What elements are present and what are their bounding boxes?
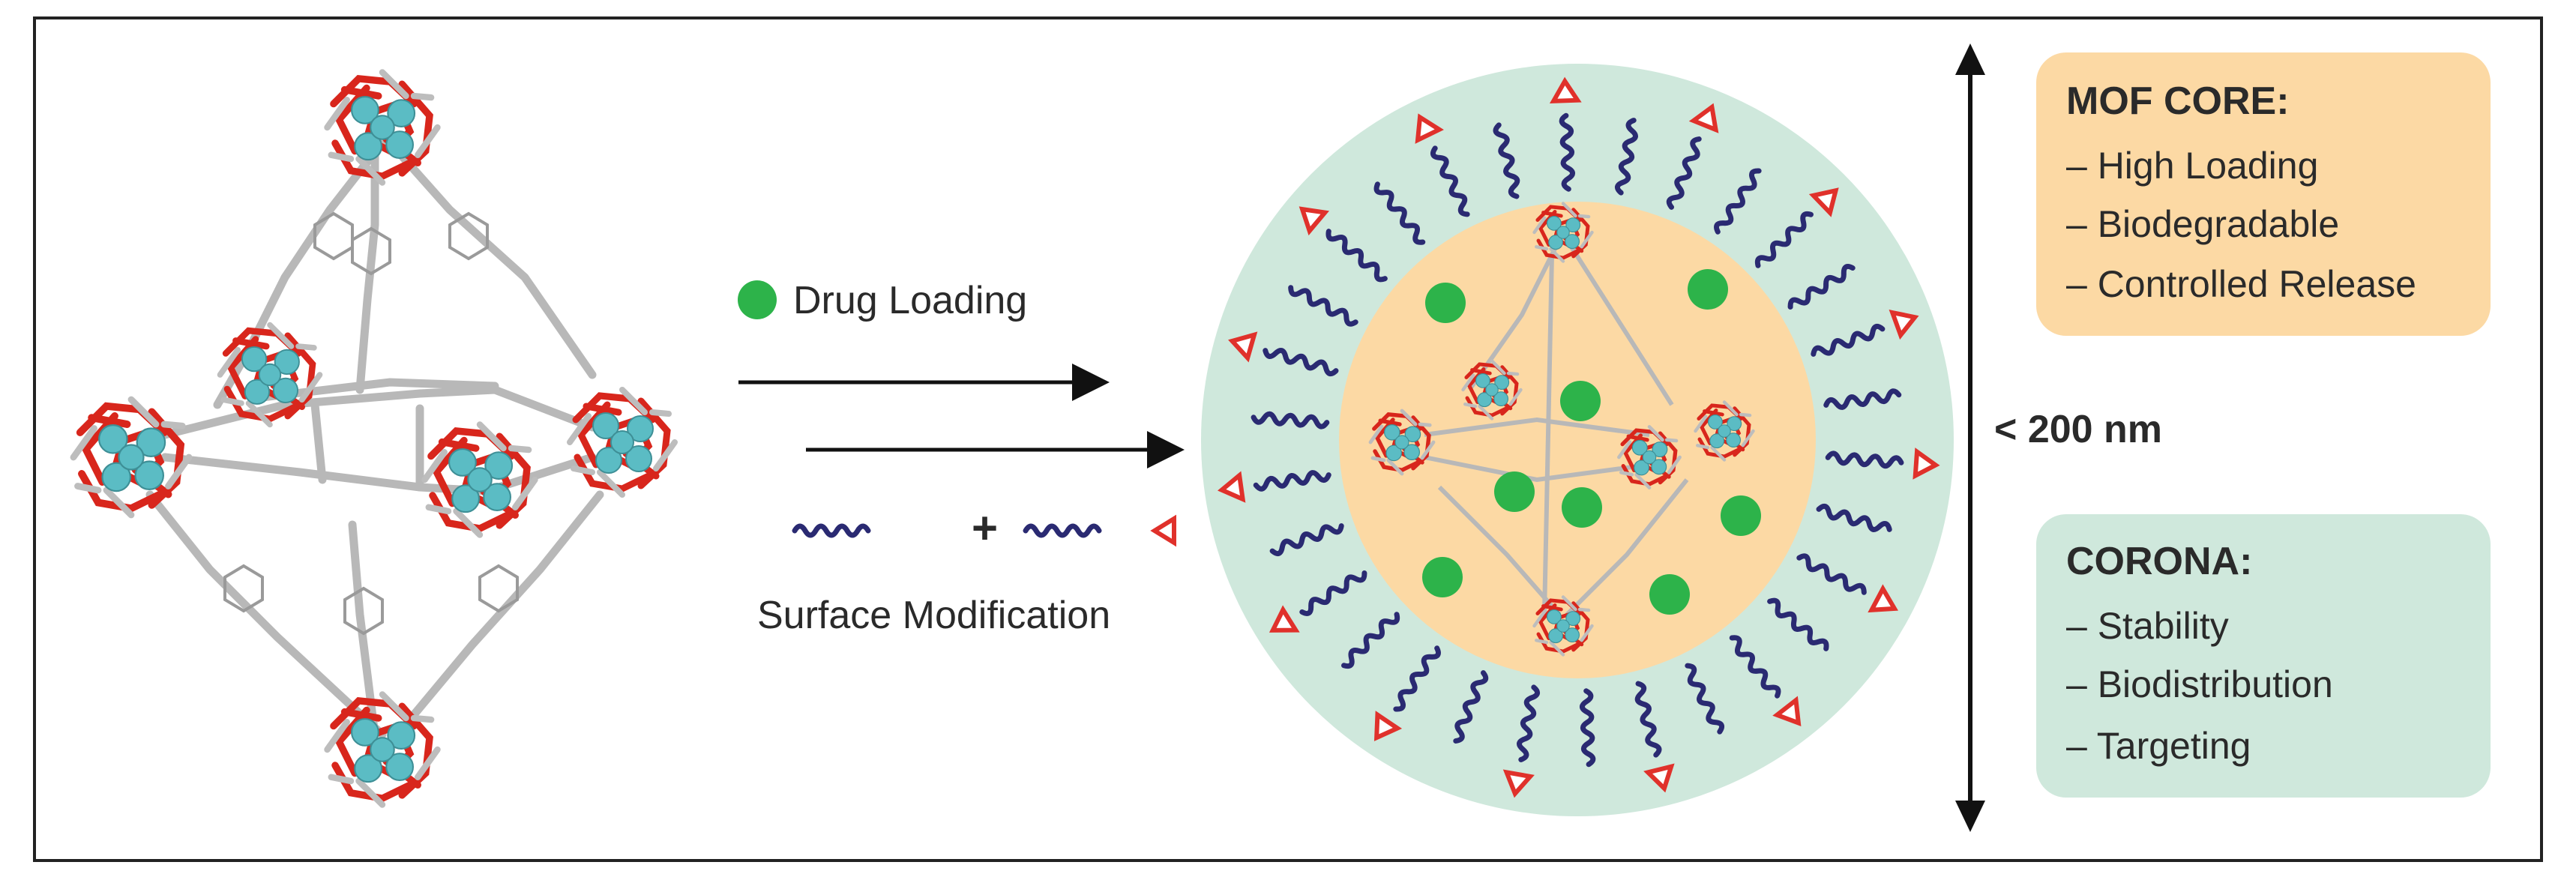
mof-framework-structure (73, 73, 675, 805)
mof-core (1339, 202, 1816, 678)
size-label: < 200 nm (1994, 408, 2162, 451)
corona-box-bg (2036, 514, 2491, 798)
size-indicator: < 200 nm (1955, 43, 2162, 832)
drug-molecule (1688, 269, 1728, 310)
corona-item: – Targeting (2066, 725, 2251, 767)
drug-icon (738, 280, 777, 319)
corona-box: CORONA: – Stability – Biodistribution – … (2036, 514, 2491, 798)
mof-core-box-bg (2036, 52, 2491, 336)
corona-item: – Stability (2066, 605, 2229, 647)
drug-loading-label: Drug Loading (793, 279, 1027, 322)
nanoparticle (1201, 64, 1954, 816)
drug-molecule (1560, 381, 1601, 421)
linker-rings (223, 211, 519, 636)
process-steps: Drug Loading + Surface Modification (738, 279, 1185, 637)
corona-item: – Biodistribution (2066, 663, 2333, 705)
drug-molecule (1721, 495, 1761, 536)
mof-core-title: MOF CORE: (2066, 79, 2290, 123)
mof-core-box: MOF CORE: – High Loading – Biodegradable… (2036, 52, 2491, 336)
surface-modification-label: Surface Modification (757, 594, 1110, 637)
drug-molecule (1494, 471, 1535, 512)
plus-sign: + (972, 503, 998, 553)
polymer-ligand-chain-icon (1026, 526, 1099, 535)
size-arrow-bottom (1955, 801, 1985, 832)
core-mof-structure (1370, 204, 1754, 655)
size-arrow-top (1955, 43, 1985, 75)
drug-molecule (1425, 283, 1466, 323)
mof-core-item: – Controlled Release (2066, 263, 2416, 305)
metal-cluster (328, 73, 438, 183)
mof-core-item: – High Loading (2066, 145, 2318, 187)
corona-title: CORONA: (2066, 540, 2252, 583)
drug-molecule (1649, 574, 1690, 615)
mof-core-item: – Biodegradable (2066, 203, 2339, 245)
polymer-chain-icon (795, 526, 868, 535)
targeting-ligand-icon (1155, 519, 1174, 543)
metal-cluster (570, 390, 675, 495)
drug-molecule (1422, 557, 1463, 597)
drug-molecules (1422, 269, 1761, 615)
drug-molecule (1562, 487, 1602, 528)
